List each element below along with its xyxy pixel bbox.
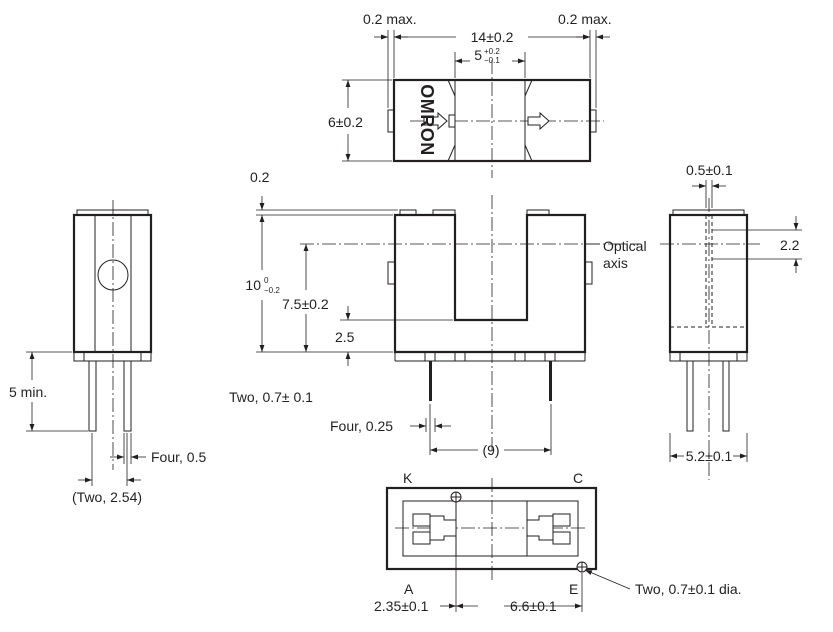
lead-size-label: Four, 0.5 — [151, 449, 206, 465]
bottom-view-body — [385, 486, 598, 571]
lead-width-label: 0.5±0.1 — [686, 162, 733, 178]
top-view: OMRON 0.2 max. 0.2 max. 14±0.2 5 +0.2 −0… — [328, 11, 612, 178]
axis-offset-label: 2.2 — [780, 237, 800, 253]
left-view-body — [72, 213, 153, 354]
front-view: 0.2 10 0 −0.2 7.5±0.2 2.5 Optical axis T… — [229, 169, 647, 458]
pin-pitch-label: (9) — [482, 442, 499, 458]
slot-width-label: 5 — [474, 47, 482, 63]
pins-small-label: Two, 0.7± 0.1 — [229, 389, 313, 405]
slot-bottom-label: 2.5 — [335, 329, 355, 345]
lead-pitch-label: (Two, 2.54) — [72, 489, 142, 505]
top-gap-label: 0.2 — [250, 169, 270, 185]
optical-axis-label-line1: Optical — [603, 238, 647, 254]
right-side-view: 0.5±0.1 2.2 5.2±0.1 — [660, 162, 802, 480]
slot-tol-upper: +0.2 — [484, 47, 500, 56]
height-tol-lower: −0.2 — [264, 286, 280, 295]
front-view-body — [393, 213, 587, 354]
pin-a-label: A — [404, 581, 414, 597]
right-pitch-label: 6.6±0.1 — [510, 598, 557, 614]
arrow-emitter-icon — [423, 111, 448, 131]
arrow-receiver-icon — [527, 111, 550, 131]
pins-large-label: Four, 0.25 — [330, 418, 393, 434]
right-view-body — [668, 213, 749, 354]
length-label: 14±0.2 — [471, 29, 514, 45]
top-view-left-bump — [387, 109, 395, 133]
omron-logo: OMRON — [417, 84, 437, 156]
lead-spacing-label: 5.2±0.1 — [686, 448, 733, 464]
optical-axis-label-line2: axis — [603, 255, 628, 271]
lead-length-label: 5 min. — [9, 384, 47, 400]
slot-tol-lower: −0.1 — [484, 56, 500, 65]
left-side-view: 5 min. Four, 0.5 (Two, 2.54) — [9, 200, 206, 505]
hole-note-label: Two, 0.7±0.1 dia. — [635, 581, 742, 597]
height-tol-upper: 0 — [264, 276, 269, 285]
pin-e-label: E — [569, 581, 578, 597]
pin-k-label: K — [403, 470, 413, 486]
gap-right-label: 0.2 max. — [558, 11, 612, 27]
height-label: 10 — [245, 277, 261, 293]
width-label: 6±0.2 — [328, 114, 363, 130]
bottom-view: K C A E 2.35±0.1 6.6±0.1 Two, 0.7±0.1 di… — [374, 470, 742, 614]
left-pitch-label: 2.35±0.1 — [374, 598, 429, 614]
gap-left-label: 0.2 max. — [363, 11, 417, 27]
pin-c-label: C — [573, 470, 583, 486]
axis-height-label: 7.5±0.2 — [282, 296, 329, 312]
